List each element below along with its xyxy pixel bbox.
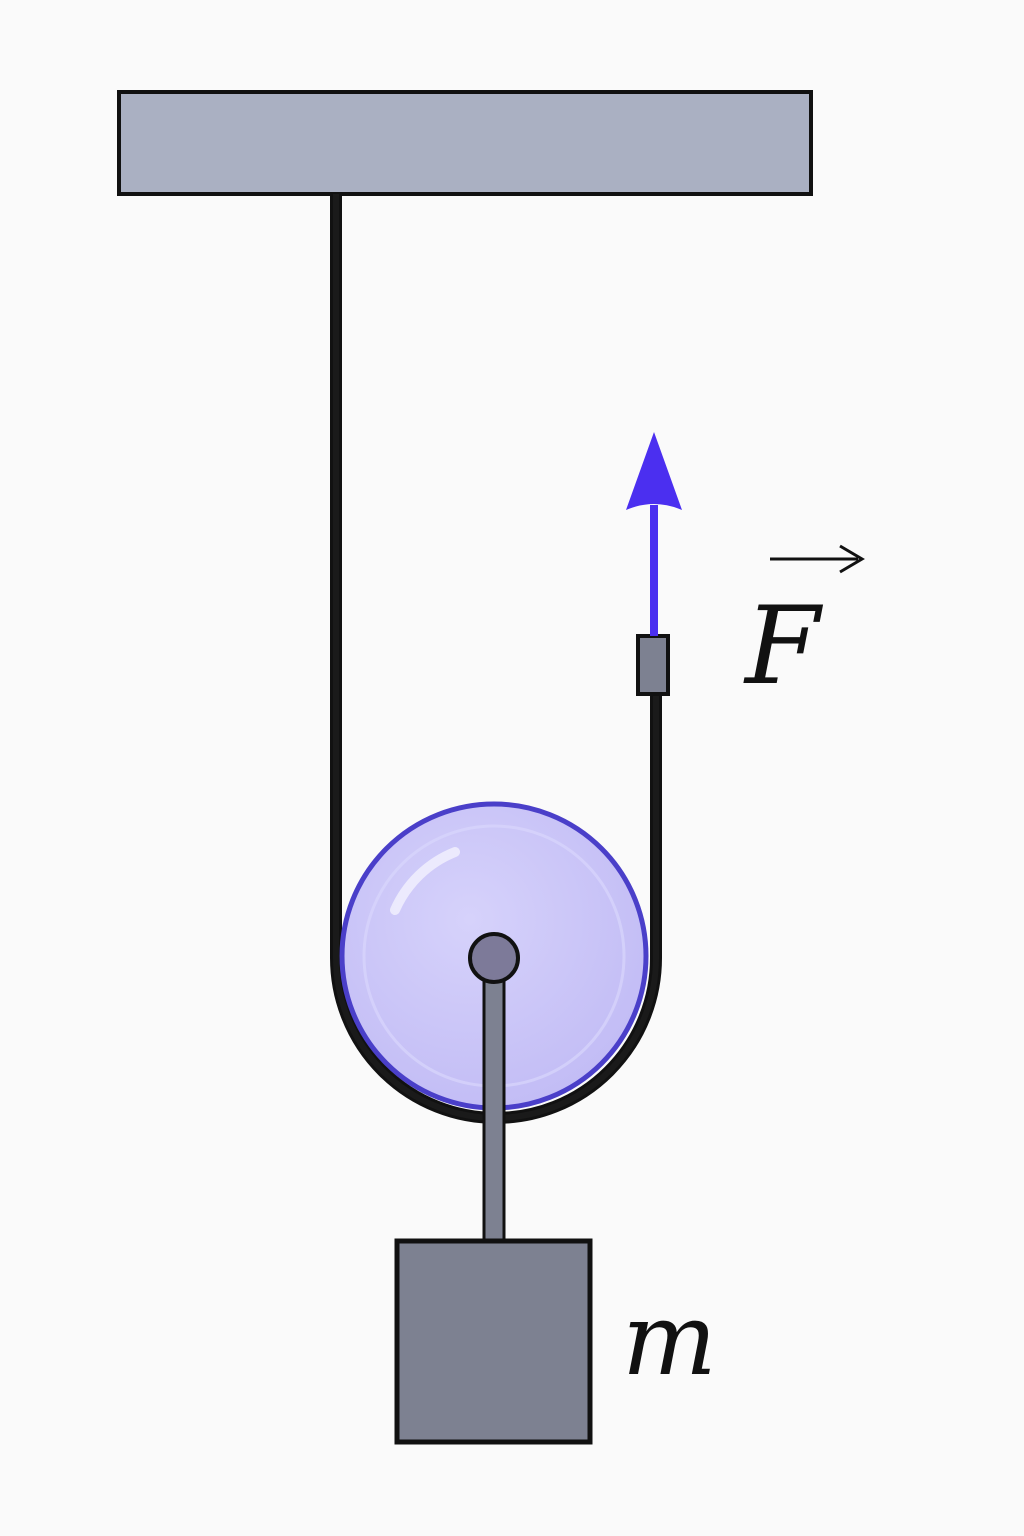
mass-block bbox=[394, 1238, 593, 1445]
rope-handle bbox=[636, 634, 670, 696]
right-arrow-icon-head bbox=[839, 544, 865, 574]
mass-label: m bbox=[622, 1281, 717, 1398]
force-label-group: F bbox=[743, 544, 865, 709]
force-label: F bbox=[743, 584, 824, 709]
pulley-axle bbox=[468, 932, 520, 984]
force-arrow-head bbox=[626, 432, 682, 510]
ceiling-support bbox=[117, 90, 813, 196]
pulley-highlight bbox=[390, 847, 460, 915]
axle-connector-rod bbox=[482, 966, 506, 1245]
